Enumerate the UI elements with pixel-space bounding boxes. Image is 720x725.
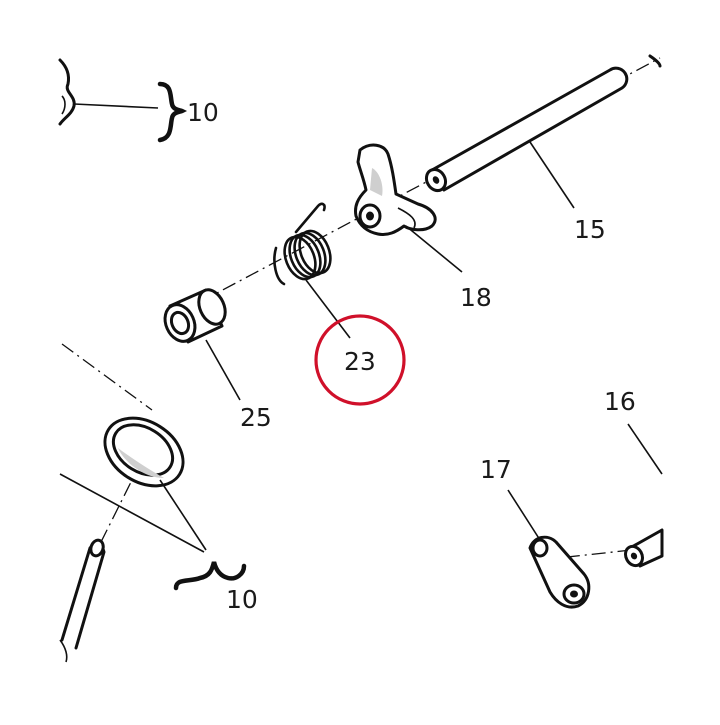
leader-10-top — [73, 103, 159, 109]
leader-15 — [529, 141, 575, 209]
label-17: 17 — [480, 455, 512, 484]
brace-10-bottom — [173, 561, 247, 591]
shift-fork-18 — [354, 143, 437, 236]
label-15: 15 — [574, 215, 606, 244]
collar-25 — [163, 288, 227, 344]
label-23: 23 — [344, 347, 376, 376]
torsion-spring-23 — [273, 202, 332, 286]
partial-part-top-right — [648, 54, 662, 68]
leader-10-bottom-a — [159, 479, 207, 551]
shaft-15 — [424, 66, 629, 193]
partial-shaft-lower-left — [59, 538, 106, 663]
leader-17 — [507, 489, 541, 541]
leader-23 — [305, 279, 351, 339]
label-10-bottom: 10 — [226, 585, 258, 614]
leader-10-bottom-b — [59, 473, 205, 553]
partial-part-top-left — [58, 58, 76, 126]
shaft-16 — [624, 528, 664, 568]
axis-left-lower — [97, 459, 143, 549]
label-16: 16 — [604, 387, 636, 416]
axis-left-upper — [61, 343, 153, 411]
leader-16 — [627, 423, 663, 475]
label-10-top: 10 — [187, 98, 219, 127]
brace-10-top — [157, 81, 188, 143]
seal-ring-10 — [103, 416, 185, 488]
shift-arm-17 — [528, 535, 591, 609]
highlight-circle-23 — [314, 314, 406, 406]
leader-18 — [405, 225, 463, 273]
label-18: 18 — [460, 283, 492, 312]
leader-25 — [205, 339, 241, 401]
axis-lower-right — [539, 547, 651, 561]
label-25: 25 — [240, 403, 272, 432]
